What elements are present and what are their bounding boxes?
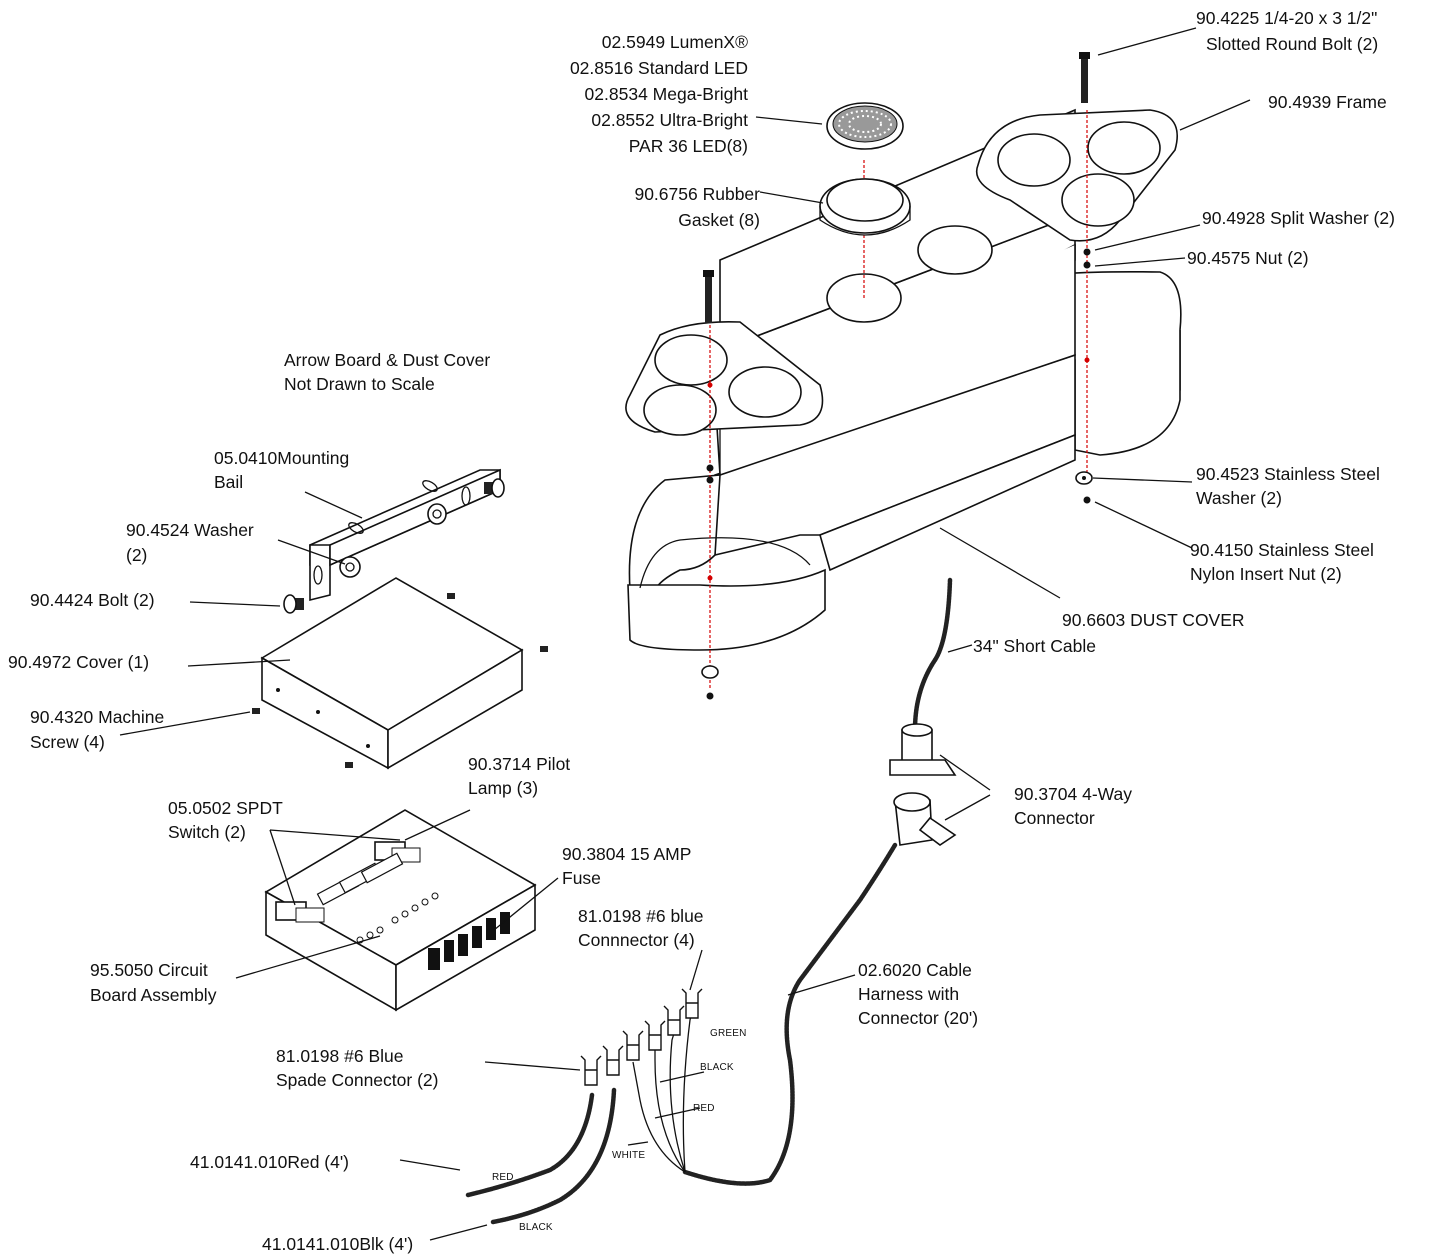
dust-cover-left-side: [627, 568, 826, 651]
label-circuit-2: Board Assembly: [90, 985, 217, 1005]
frame-drawing: [625, 108, 1182, 651]
label-blue-conn-2: Connnector (4): [578, 930, 695, 950]
tag-white: WHITE: [612, 1150, 646, 1161]
label-scale-note-2: Not Drawn to Scale: [284, 374, 435, 394]
label-ss-nut-2: Nylon Insert Nut (2): [1190, 564, 1342, 584]
label-led-2: 02.8516 Standard LED: [569, 58, 748, 78]
label-ss-nut-1: 90.4150 Stainless Steel: [1190, 540, 1374, 560]
label-washer-2: (2): [126, 545, 148, 565]
label-split-washer: 90.4928 Split Washer (2): [1202, 208, 1395, 228]
led-lamp: [826, 102, 904, 150]
tag-red-2: RED: [492, 1172, 514, 1183]
label-fuse-2: Fuse: [562, 868, 601, 888]
label-red-wire: 41.0141.010Red (4'): [190, 1152, 350, 1172]
label-short-cable: 34" Short Cable: [973, 636, 1096, 656]
label-washer-1: 90.4524 Washer: [126, 520, 254, 540]
tag-red: RED: [693, 1103, 715, 1114]
label-blue-conn-1: 81.0198 #6 blue: [578, 906, 704, 926]
label-switch-2: Switch (2): [168, 822, 246, 842]
four-way-connector: [889, 723, 957, 846]
label-frame: 90.4939 Frame: [1268, 92, 1387, 112]
label-bolt-left: 90.4424 Bolt (2): [30, 590, 155, 610]
label-gasket-2: Gasket (8): [678, 210, 760, 230]
bolt-hardware: [701, 52, 1093, 700]
label-harness-2: Harness with: [858, 984, 960, 1004]
label-led-3: 02.8534 Mega-Bright: [584, 84, 748, 104]
rubber-gasket: [819, 178, 911, 236]
label-bail-1: 05.0410Mounting: [214, 448, 350, 468]
tag-black: BLACK: [700, 1062, 734, 1073]
label-led-4: 02.8552 Ultra-Bright: [591, 110, 748, 130]
label-bolt-top: 90.4225 1/4-20 x 3 1/2": [1196, 8, 1378, 28]
label-harness-1: 02.6020 Cable: [858, 960, 972, 980]
label-fuse-1: 90.3804 15 AMP: [562, 844, 692, 864]
wire-fan: [632, 1011, 693, 1173]
tag-black-2: BLACK: [519, 1222, 553, 1233]
cover-box: [252, 577, 548, 770]
leader-lines: [119, 27, 1251, 1241]
dust-cover-body-bottom: [819, 433, 1076, 572]
circuit-board-drawing: [264, 809, 537, 1012]
label-blk-wire: 41.0141.010Blk (4'): [262, 1234, 414, 1254]
label-harness-3: Connector (20'): [858, 1008, 979, 1028]
cable-harness: [465, 577, 953, 1225]
label-ss-washer-2: Washer (2): [1196, 488, 1282, 508]
label-machine-screw-2: Screw (4): [30, 732, 105, 752]
label-dust-cover: 90.6603 DUST COVER: [1062, 610, 1245, 630]
label-circuit-1: 95.5050 Circuit: [90, 960, 208, 980]
spade-connectors: [580, 988, 703, 1086]
label-bail-2: Bail: [214, 472, 244, 492]
label-connector4-2: Connector: [1014, 808, 1095, 828]
label-led-5: PAR 36 LED(8): [628, 136, 748, 156]
label-bolt-top-2: Slotted Round Bolt (2): [1206, 34, 1379, 54]
tag-green: GREEN: [710, 1028, 747, 1039]
label-switch-1: 05.0502 SPDT: [168, 798, 283, 818]
mounting-bail: [283, 468, 505, 614]
label-connector4-1: 90.3704 4-Way: [1014, 784, 1133, 804]
label-gasket-1: 90.6756 Rubber: [634, 184, 760, 204]
label-pilot-lamp-1: 90.3714 Pilot: [468, 754, 571, 774]
label-ss-washer-1: 90.4523 Stainless Steel: [1196, 464, 1380, 484]
label-scale-note-1: Arrow Board & Dust Cover: [284, 350, 491, 370]
label-spade-2: Spade Connector (2): [276, 1070, 439, 1090]
label-pilot-lamp-2: Lamp (3): [468, 778, 539, 798]
label-machine-screw-1: 90.4320 Machine: [30, 707, 165, 727]
label-spade-1: 81.0198 #6 Blue: [276, 1046, 404, 1066]
label-led-1: 02.5949 LumenX®: [601, 32, 748, 52]
label-cover: 90.4972 Cover (1): [8, 652, 150, 672]
dust-cover-left: [628, 474, 721, 591]
label-nut: 90.4575 Nut (2): [1187, 248, 1309, 268]
